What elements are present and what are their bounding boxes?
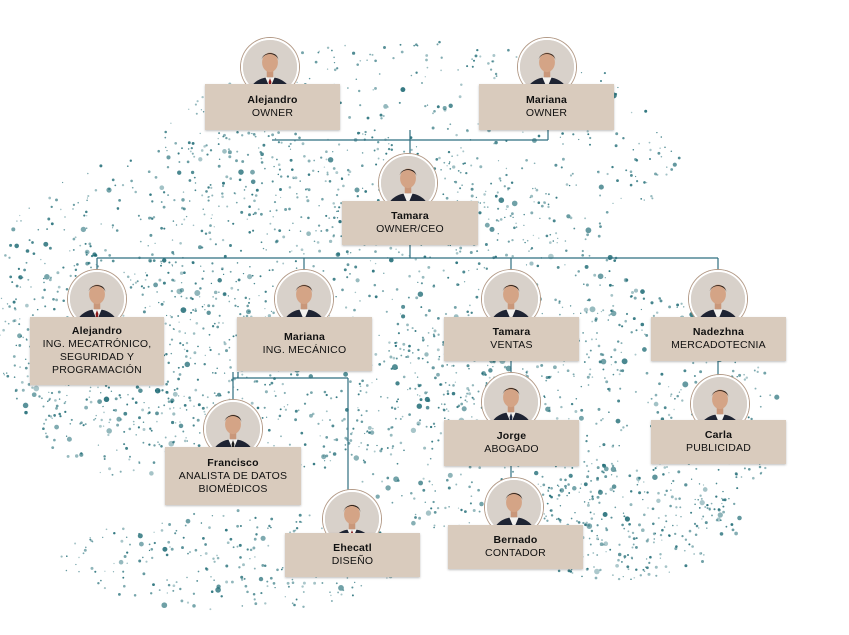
person-name: Mariana — [525, 94, 568, 106]
person-name: Ehecatl — [333, 542, 372, 554]
person-card-ehecatl: Ehecatl DISEÑO — [285, 533, 420, 577]
person-role: ING. MECÁNICO — [262, 344, 347, 356]
person-card-nadezhna: Nadezhna MERCADOTECNIA — [651, 317, 786, 361]
person-name: Francisco — [207, 456, 259, 469]
connector-owners-to-ceo — [272, 130, 549, 156]
person-name: Carla — [704, 429, 733, 441]
person-card-carla: Carla PUBLICIDAD — [651, 420, 786, 464]
person-role: OWNER/CEO — [376, 223, 444, 235]
person-name: Mariana — [283, 331, 326, 343]
person-card-mariana-mecanico: Mariana ING. MECÁNICO — [237, 317, 372, 371]
person-card-alejandro-mecatronico: Alejandro ING. MECATRÓNICO, SEGURIDAD Y … — [30, 317, 164, 385]
person-card-mariana-owner: Mariana OWNER — [479, 84, 614, 130]
person-card-tamara-ventas: Tamara VENTAS — [444, 317, 579, 361]
person-role: CONTADOR — [485, 547, 546, 559]
person-card-francisco: Francisco ANALISTA DE DATOS BIOMÉDICOS — [165, 447, 301, 505]
person-role: OWNER — [251, 107, 294, 119]
person-role: VENTAS — [490, 339, 533, 351]
person-card-jorge: Jorge ABOGADO — [444, 420, 579, 466]
person-role: OWNER — [525, 107, 568, 119]
connector-mariana-to-team — [232, 372, 349, 490]
person-card-bernado: Bernado CONTADOR — [448, 525, 583, 569]
person-role: ANALISTA DE DATOS BIOMÉDICOS — [178, 469, 288, 495]
person-name: Tamara — [492, 326, 531, 338]
person-card-tamara-ceo: Tamara OWNER/CEO — [342, 201, 478, 245]
person-role: PUBLICIDAD — [685, 442, 751, 454]
person-name: Tamara — [391, 210, 429, 222]
person-name: Jorge — [496, 430, 527, 442]
person-name: Bernado — [493, 534, 538, 546]
person-name: Alejandro — [71, 325, 123, 337]
person-card-alejandro-owner: Alejandro OWNER — [205, 84, 340, 130]
person-role: DISEÑO — [331, 555, 374, 567]
person-name: Nadezhna — [692, 326, 745, 338]
person-role: MERCADOTECNIA — [671, 339, 766, 351]
connector-ceo-to-managers — [96, 245, 719, 272]
person-name: Alejandro — [247, 94, 298, 106]
person-role: ING. MECATRÓNICO, SEGURIDAD Y PROGRAMACI… — [42, 338, 152, 376]
person-role: ABOGADO — [484, 443, 539, 455]
